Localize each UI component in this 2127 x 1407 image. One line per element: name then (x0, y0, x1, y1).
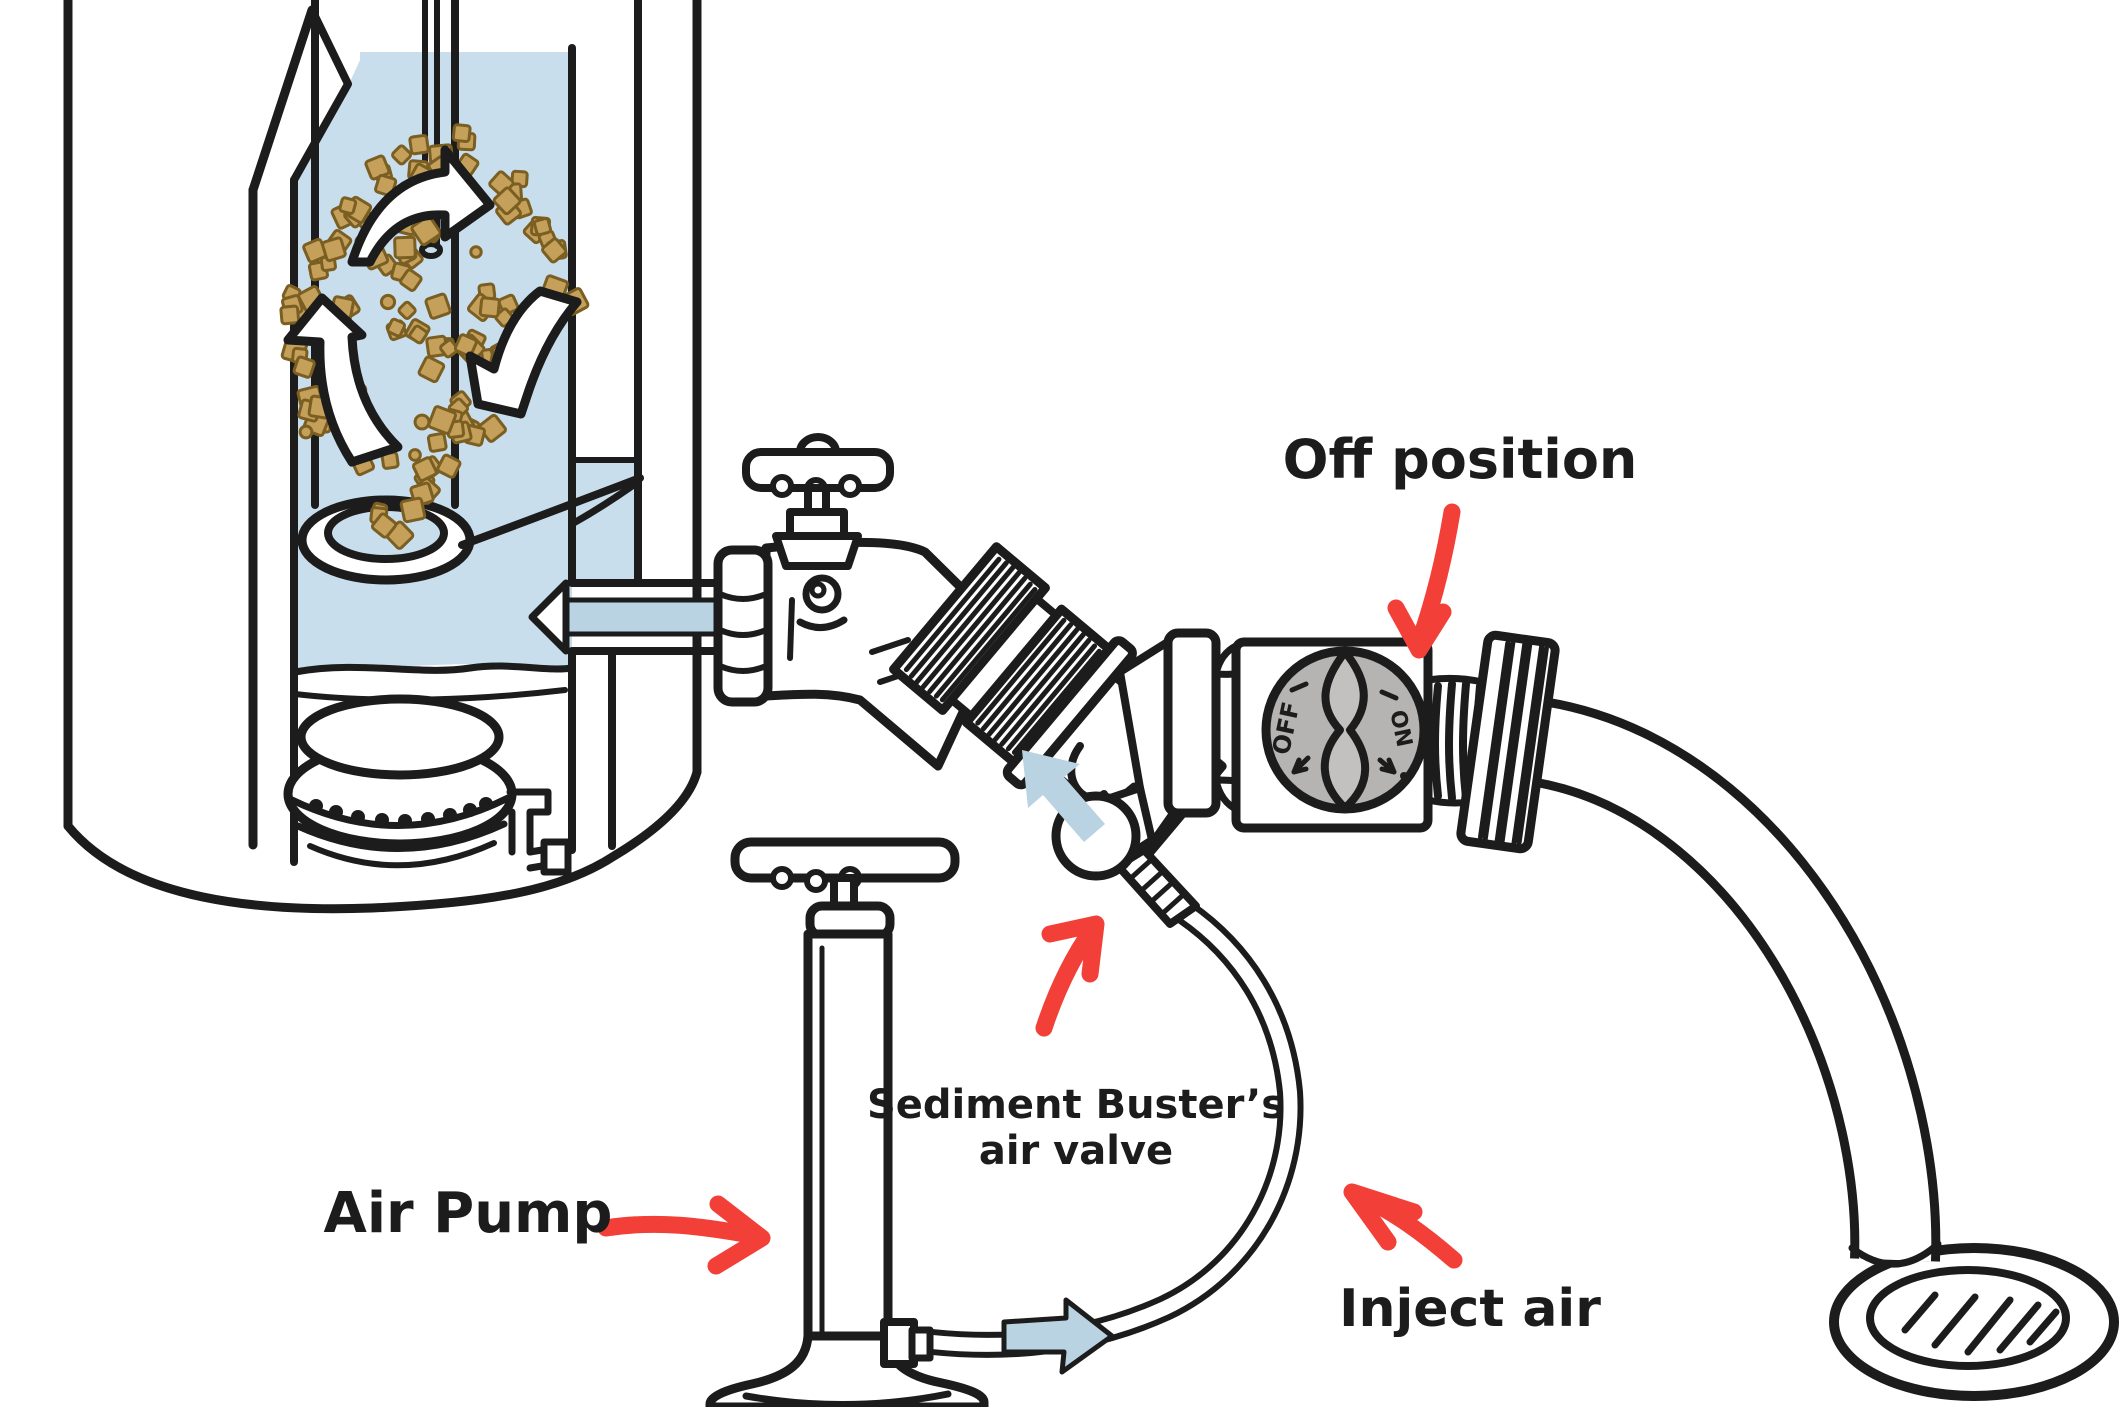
label-air-pump: Air Pump (324, 1181, 613, 1246)
drain-valve-handle (742, 433, 894, 631)
burner-bracket (506, 788, 572, 876)
air-pump (705, 837, 989, 1407)
drain-hose (1531, 697, 1942, 1268)
sediment-buster-device (889, 542, 1227, 858)
circulation-arrow-left-icon (283, 293, 403, 467)
inject-air-arrow-icon (1343, 1183, 1463, 1269)
hose-coupling-nut (1456, 630, 1560, 854)
valve-left-fitting (1163, 628, 1221, 818)
burner-holes (309, 797, 493, 828)
air-pump-arrow-icon (597, 1195, 771, 1275)
knob-ridge (1320, 648, 1370, 812)
gas-burner (283, 694, 572, 876)
circulation-arrows (283, 145, 582, 467)
thread-flange (1002, 636, 1137, 790)
pump-base (705, 1331, 989, 1407)
air-valve-arrow-icon (1035, 915, 1105, 1037)
water-into-tank-arrow-icon (528, 579, 570, 655)
water-heater (63, 0, 702, 914)
air-up-into-device-arrow-icon (1022, 750, 1105, 842)
floor-drain (1829, 1243, 2119, 1401)
tank-bottom (63, 767, 702, 914)
label-sediment-buster-line1: Sediment Buster’s (867, 1082, 1285, 1128)
thread-ribs-2 (975, 617, 1102, 755)
circulation-arrow-right-icon (465, 286, 582, 419)
shutoff-valve: OFF ON (1163, 628, 1560, 854)
label-sediment-buster-line2: air valve (979, 1128, 1173, 1174)
thread-ribs-1 (903, 556, 1038, 703)
label-off-position: Off position (1283, 428, 1638, 491)
label-inject-air: Inject air (1339, 1279, 1601, 1339)
circulation-arrow-top-icon (347, 145, 495, 267)
red-annotation-arrows (597, 503, 1463, 1275)
burner-dome (296, 694, 504, 780)
drain-valve-nut (713, 545, 773, 707)
knob-tick-marks (1289, 681, 1399, 775)
off-position-arrow-icon (1387, 503, 1461, 659)
drain-hatching (1901, 1291, 2060, 1356)
air-through-hose-arrow-icon (1001, 1297, 1115, 1375)
tank-right-wall (568, 0, 642, 854)
